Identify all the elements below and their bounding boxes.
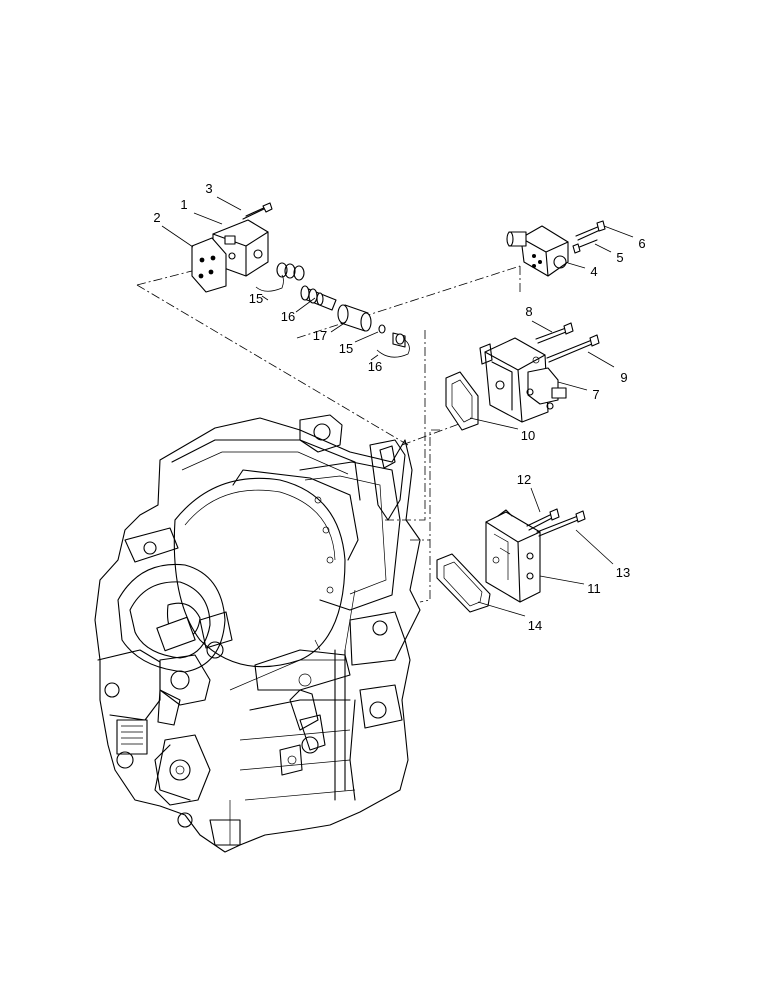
part-8-bolt	[535, 322, 574, 344]
callout-leaders	[161, 196, 634, 617]
callout-15-right: 15	[339, 341, 353, 356]
part-7-control-valve	[479, 337, 567, 423]
part-13-bolt	[536, 510, 586, 537]
part-16-plunger	[300, 285, 337, 311]
callout-12: 12	[517, 472, 531, 487]
part-11-valve-block	[485, 509, 541, 603]
callout-10: 10	[521, 428, 535, 443]
part-12-bolt	[526, 508, 560, 531]
transmission-housing	[94, 414, 421, 853]
callout-7: 7	[592, 387, 599, 402]
part-6-bolt	[575, 220, 606, 241]
callout-2: 2	[153, 210, 160, 225]
part-10-gasket	[445, 371, 479, 431]
callout-15-left: 15	[249, 291, 263, 306]
callout-1: 1	[180, 197, 187, 212]
callout-9: 9	[620, 370, 627, 385]
part-16-fitting	[392, 332, 406, 348]
callout-4: 4	[590, 264, 597, 279]
callout-labels: 1 2 3 4 5 6 7 8 9 10 11 12 13 14 15 15 1…	[153, 181, 645, 633]
part-17-sleeve	[337, 304, 372, 332]
callout-16-left: 16	[281, 309, 295, 324]
part-3-bolt	[242, 202, 273, 220]
part-9-bolt	[546, 334, 600, 363]
part-5-screw	[572, 239, 598, 254]
part-15-o-rings	[276, 262, 305, 281]
callout-8: 8	[525, 304, 532, 319]
callout-17: 17	[313, 328, 327, 343]
part-14-gasket	[436, 553, 491, 613]
part-2-gasket-plate	[191, 237, 227, 293]
callout-5: 5	[616, 250, 623, 265]
callout-16-right: 16	[368, 359, 382, 374]
callout-13: 13	[616, 565, 630, 580]
part-4-solenoid	[506, 225, 569, 277]
callout-3: 3	[205, 181, 212, 196]
callout-11: 11	[587, 581, 601, 596]
callout-14: 14	[528, 618, 542, 633]
callout-6: 6	[638, 236, 645, 251]
part-15-small-o-ring	[378, 324, 386, 334]
